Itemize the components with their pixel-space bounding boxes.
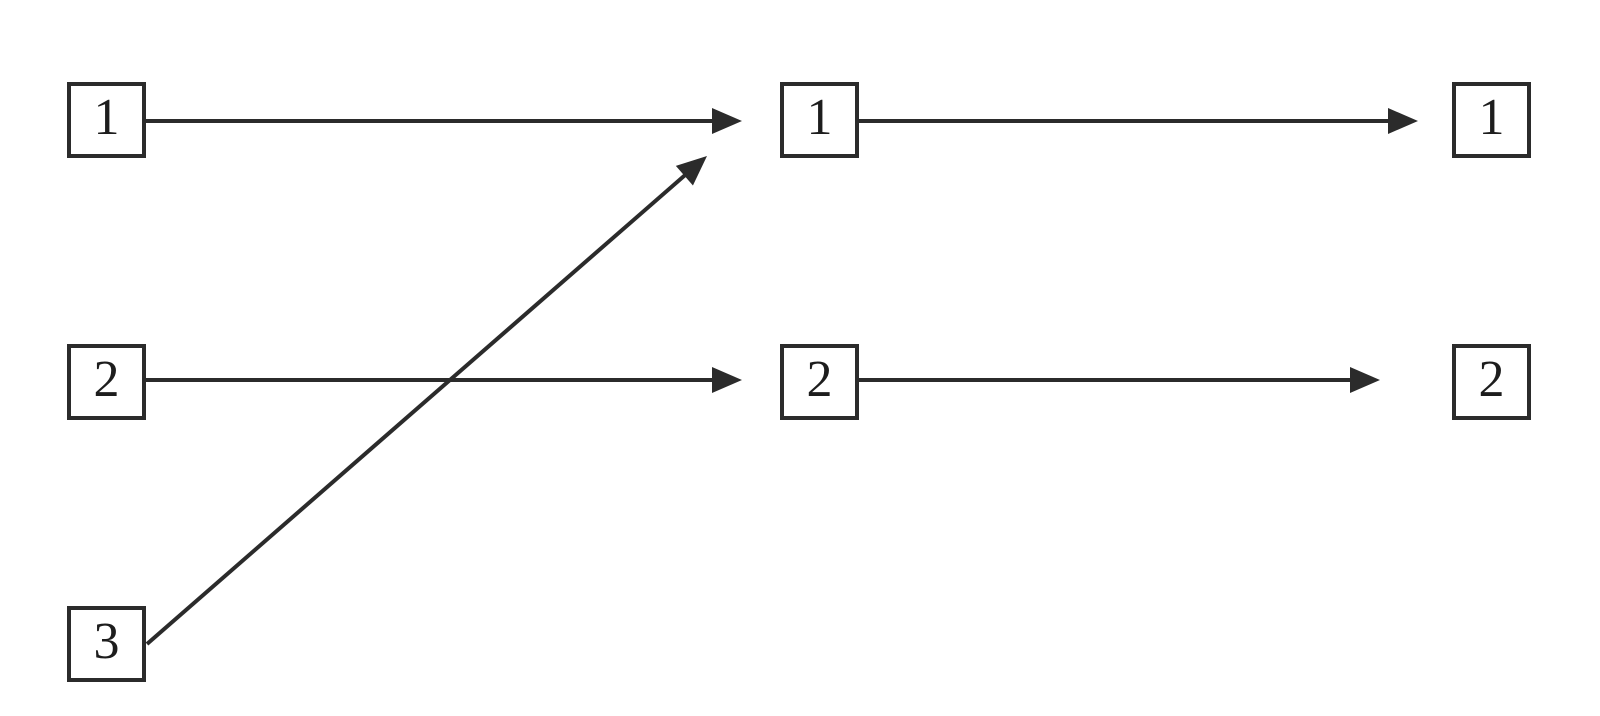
node-label: 2 [93, 351, 120, 408]
arrow-left-3-to-mid-1 [145, 156, 707, 646]
arrowhead-icon [1350, 367, 1380, 393]
arrowhead-icon [712, 367, 742, 393]
node-label: 3 [93, 613, 120, 670]
node-label: 1 [93, 89, 120, 146]
arrowhead-icon [675, 156, 707, 186]
arrow-mid-2-to-right-2 [859, 367, 1380, 393]
node-box-mid-2[interactable]: 2 [780, 344, 859, 420]
node-box-left-2[interactable]: 2 [67, 344, 146, 420]
arrow-mid-1-to-right-1 [859, 108, 1418, 134]
arrow-left-1-to-mid-1 [146, 108, 742, 134]
node-label: 1 [1478, 89, 1505, 146]
node-label: 2 [806, 351, 833, 408]
node-box-left-3[interactable]: 3 [67, 606, 146, 682]
node-label: 1 [806, 89, 833, 146]
node-box-right-2[interactable]: 2 [1452, 344, 1531, 420]
node-box-left-1[interactable]: 1 [67, 82, 146, 158]
arrowhead-icon [1388, 108, 1418, 134]
arrow-left-2-to-mid-2 [146, 367, 742, 393]
node-box-mid-1[interactable]: 1 [780, 82, 859, 158]
node-box-right-1[interactable]: 1 [1452, 82, 1531, 158]
arrowhead-icon [712, 108, 742, 134]
node-label: 2 [1478, 351, 1505, 408]
arrow-shaft [145, 172, 688, 646]
